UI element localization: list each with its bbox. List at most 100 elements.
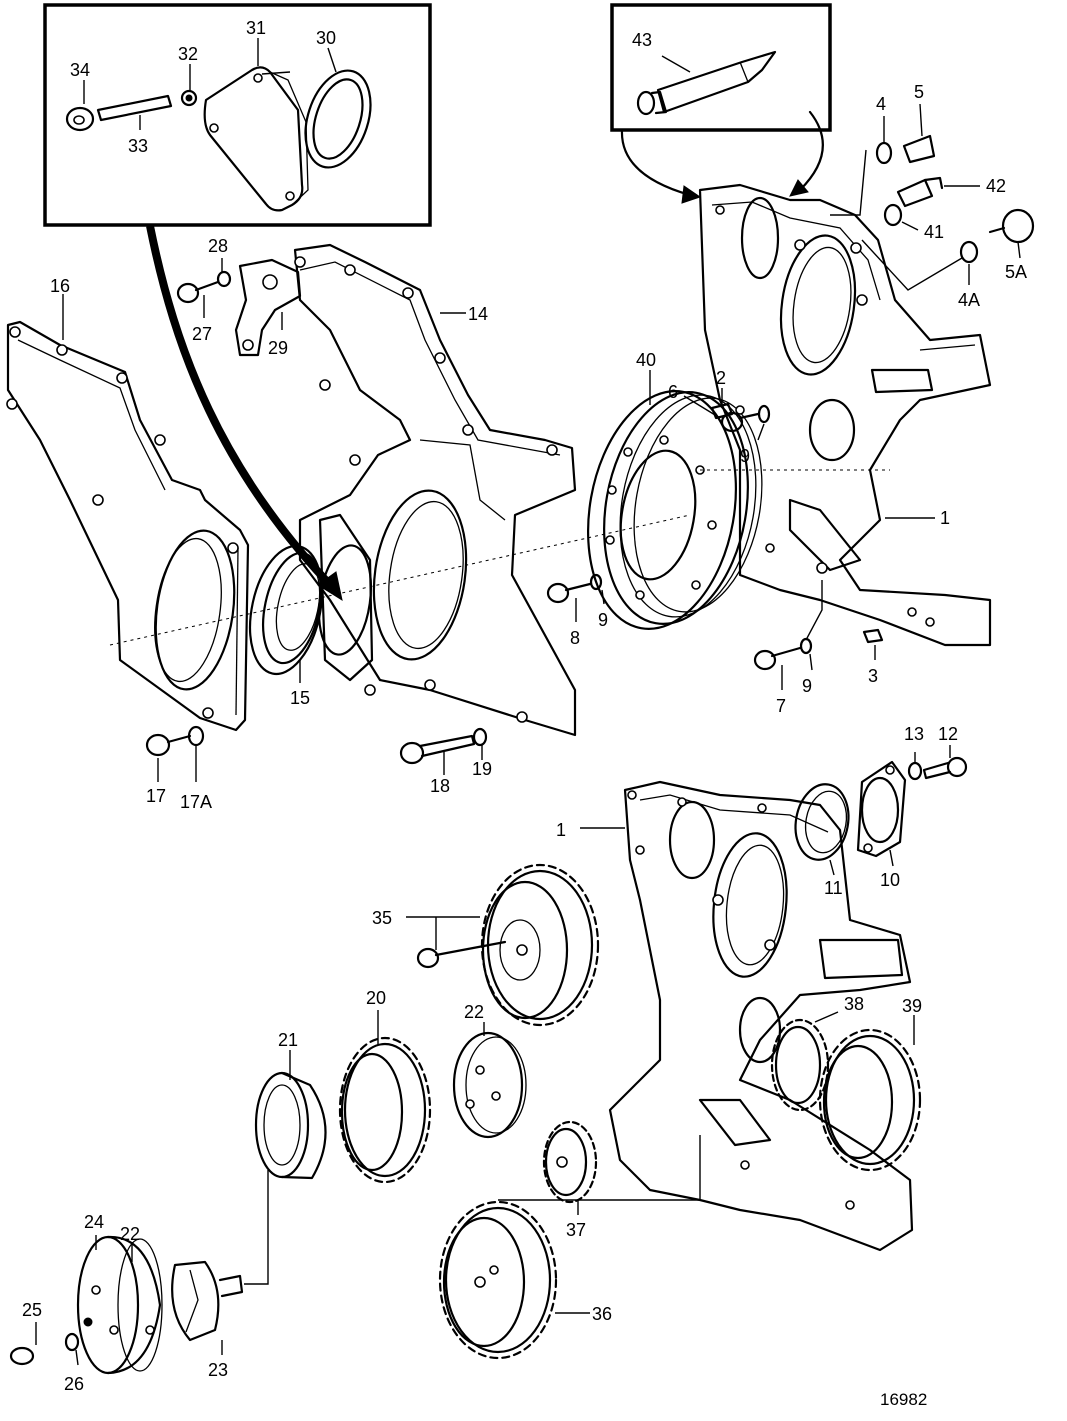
label-29: 29 <box>268 338 288 358</box>
label-7: 7 <box>776 696 786 716</box>
part-42-sensor <box>896 176 980 208</box>
fitting-leaders <box>830 149 963 291</box>
part-41-washer <box>883 203 919 231</box>
label-27: 27 <box>192 324 212 344</box>
label-26: 26 <box>64 1374 84 1394</box>
part-29-bracket <box>234 258 302 357</box>
part-12-bolt <box>922 745 968 780</box>
part-13-washer <box>907 752 923 781</box>
label-19: 19 <box>472 759 492 779</box>
label-5: 5 <box>914 82 924 102</box>
label-36: 36 <box>592 1304 612 1324</box>
crankshaft-axis <box>109 514 691 646</box>
label-30: 30 <box>316 28 336 48</box>
part-40-pulley <box>586 370 763 630</box>
part-18-bolt <box>399 734 476 775</box>
part-37-oil-pump-gear <box>542 1120 598 1215</box>
label-9-b: 9 <box>598 610 608 630</box>
label-31: 31 <box>246 18 266 38</box>
part-22-thrust-plate-a <box>452 1022 527 1139</box>
label-11: 11 <box>824 878 843 898</box>
part-30-gasket-ring <box>304 69 372 169</box>
label-16: 16 <box>50 276 70 296</box>
label-21: 21 <box>278 1030 298 1050</box>
label-9-c: 9 <box>802 676 812 696</box>
tube-arrow-right <box>798 110 824 192</box>
drawing-number: 16982 <box>880 1390 927 1409</box>
label-39: 39 <box>902 996 922 1016</box>
part-number-labels: 1 1 2 3 4 4A 5 5A 6 7 8 9 9 9 10 11 12 1… <box>22 18 1027 1409</box>
label-35: 35 <box>372 908 392 928</box>
label-1-upper: 1 <box>940 508 950 528</box>
label-40: 40 <box>636 350 656 370</box>
inset-box-cover-parts <box>43 3 432 227</box>
part-5a-cap <box>988 208 1035 259</box>
part-7-bolt <box>753 646 802 690</box>
part-11-gasket <box>794 783 850 876</box>
label-33: 33 <box>128 136 148 156</box>
label-12: 12 <box>938 724 958 744</box>
label-2: 2 <box>716 368 726 388</box>
label-9-a: 9 <box>740 446 750 466</box>
label-28: 28 <box>208 236 228 256</box>
part-3-dowel <box>862 628 884 660</box>
label-17: 17 <box>146 786 166 806</box>
label-14: 14 <box>468 304 488 324</box>
label-25: 25 <box>22 1300 42 1320</box>
label-4a: 4A <box>958 290 980 310</box>
label-38: 38 <box>844 994 864 1014</box>
part-9-washer-b <box>589 573 605 605</box>
part-35-camshaft-gear <box>406 863 600 1027</box>
label-4: 4 <box>876 94 886 114</box>
part-5-plug <box>902 103 936 164</box>
label-23: 23 <box>208 1360 228 1380</box>
part-9-washer-c <box>799 580 823 671</box>
part-28-washer <box>216 258 232 288</box>
part-9-washer-a <box>757 404 771 441</box>
label-37: 37 <box>566 1220 586 1240</box>
part-16-outer-timing-cover <box>6 294 250 732</box>
part-32-washer <box>180 89 198 107</box>
part-25-plug <box>9 1322 37 1366</box>
inset-arrow-head <box>317 571 343 602</box>
label-34: 34 <box>70 60 90 80</box>
label-15: 15 <box>290 688 310 708</box>
label-6: 6 <box>668 382 678 402</box>
label-41: 41 <box>924 222 944 242</box>
part-4-washer <box>875 116 893 165</box>
label-13: 13 <box>904 724 924 744</box>
label-3: 3 <box>868 666 878 686</box>
label-1-lower: 1 <box>556 820 566 840</box>
part-19-washer <box>472 727 488 760</box>
label-17a: 17A <box>180 792 212 812</box>
label-18: 18 <box>430 776 450 796</box>
part-22-thrust-plate-b <box>106 1235 163 1375</box>
part-36-crank-gear <box>438 1135 701 1360</box>
label-32: 32 <box>178 44 198 64</box>
part-21-bushing <box>254 1050 327 1180</box>
tube-arrow-left <box>620 128 692 197</box>
inset-box-sealant-tube <box>610 3 832 132</box>
part-20-idler-gear <box>338 1010 432 1184</box>
label-5a: 5A <box>1005 262 1027 282</box>
label-20: 20 <box>366 988 386 1008</box>
part-6-bolt <box>683 395 760 433</box>
part-26-washer <box>64 1332 80 1366</box>
label-22-a: 22 <box>464 1002 484 1022</box>
part-23-pump-shaft <box>171 1170 269 1355</box>
part-34-nut <box>65 106 95 132</box>
part-24-plate <box>76 1235 140 1375</box>
label-22-b: 22 <box>120 1224 140 1244</box>
part-38-gear <box>770 1011 839 1112</box>
part-1-timing-housing-upper <box>698 183 992 647</box>
part-27-bolt <box>176 280 220 318</box>
inset-arrow <box>146 225 338 593</box>
part-17a-washer <box>187 725 205 782</box>
label-24: 24 <box>84 1212 104 1232</box>
label-42: 42 <box>986 176 1006 196</box>
part-39-gear <box>818 1015 922 1172</box>
part-17-bolt <box>145 733 192 782</box>
part-14-timing-cover <box>293 243 577 737</box>
part-43-sealant-tube <box>636 50 777 116</box>
